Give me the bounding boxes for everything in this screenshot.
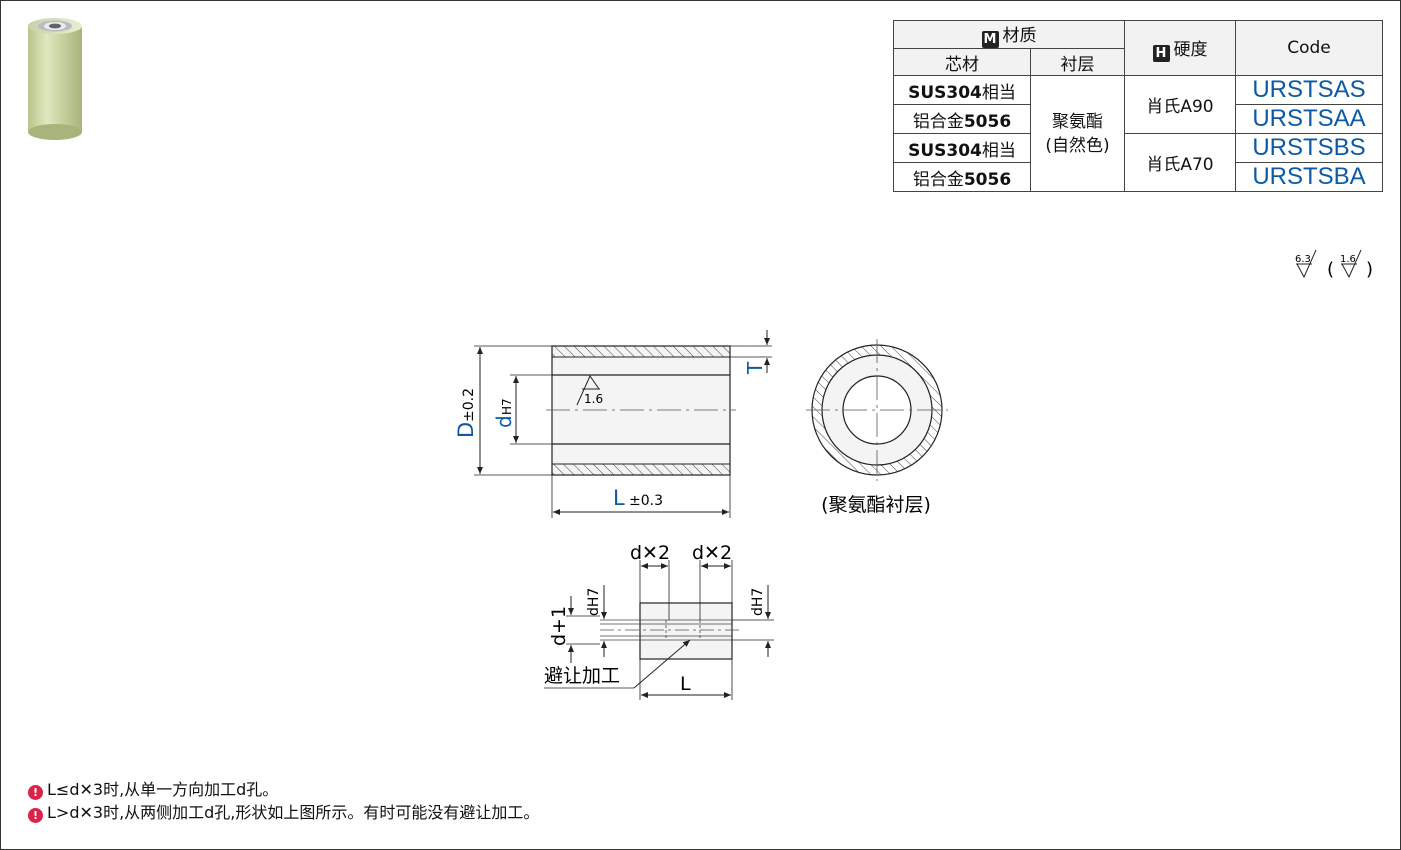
note-text: L>d✕3时,从两侧加工d孔,形状如上图所示。有时可能没有避让加工。 (47, 803, 540, 822)
dx2-left: d✕2 (630, 542, 670, 564)
roughness-main: 6.3 (1295, 254, 1311, 265)
L-tolerance: ±0.3 (629, 493, 663, 509)
core-prefix: 铝合金 (912, 111, 964, 132)
L-bottom-label: L (680, 673, 691, 695)
core-value: 5056 (963, 111, 1012, 132)
d-fit: H7 (500, 398, 514, 415)
product-photo (28, 18, 82, 140)
hardness-tag-icon: H (1152, 44, 1170, 62)
core-cell: 铝合金5056 (893, 104, 1031, 134)
hardness-header: 硬度 (1173, 39, 1208, 60)
T-label: T (743, 361, 767, 375)
core-suffix: 相当 (981, 82, 1016, 103)
d-label: d (492, 415, 516, 428)
core-suffix: 相当 (981, 140, 1016, 161)
core-cell: 铝合金5056 (893, 162, 1031, 192)
note-item: ! L≤d✕3时,从单一方向加工d孔。 (28, 778, 539, 801)
core-value: SUS304 (908, 140, 982, 161)
core-value: SUS304 (908, 82, 982, 103)
notes: ! L≤d✕3时,从单一方向加工d孔。 ! L>d✕3时,从两侧加工d孔,形状如上图… (28, 778, 539, 824)
core-value: 5056 (963, 169, 1012, 190)
lining-header: 衬层 (1030, 48, 1125, 76)
hardness-cell: 肖氏A70 (1124, 133, 1236, 192)
front-caption: (聚氨酯衬层) (821, 494, 931, 516)
note-text: L≤d✕3时,从单一方向加工d孔。 (47, 780, 279, 799)
core-cell: SUS304相当 (893, 75, 1031, 105)
lining-color: (自然色) (1045, 135, 1110, 156)
code-cell[interactable]: URSTSAS (1235, 75, 1383, 105)
detail-view: d✕2 d✕2 dH7 d+1 dH7 避让加工 L (544, 542, 774, 700)
alert-icon: ! (28, 808, 43, 823)
core-prefix: 铝合金 (912, 169, 964, 190)
lining-value: 聚氨酯 (1052, 111, 1103, 132)
code-cell[interactable]: URSTSBA (1235, 162, 1383, 192)
inner-roughness: 1.6 (584, 392, 603, 406)
roughness-paren-close: ) (1366, 259, 1373, 280)
D-tolerance: ±0.2 (461, 388, 477, 422)
side-section-view: 1.6 D ±0.2 d H7 T L ±0.3 (454, 330, 772, 518)
dx2-right: d✕2 (692, 542, 732, 564)
alert-icon: ! (28, 785, 43, 800)
code-header: Code (1235, 20, 1383, 76)
D-label: D (454, 422, 478, 438)
material-tag-icon: M (981, 31, 999, 48)
hardness-cell: 肖氏A90 (1124, 75, 1236, 134)
material-header: 材质 (1002, 26, 1037, 46)
L-label: L (613, 486, 625, 510)
roughness-paren: 1.6 (1340, 254, 1356, 265)
d-plus-1: d+1 (548, 606, 570, 646)
roughness-symbol: 6.3 ( 1.6 ) (1295, 249, 1373, 280)
core-header: 芯材 (893, 48, 1031, 76)
code-cell[interactable]: URSTSAA (1235, 104, 1383, 134)
relief-label: 避让加工 (544, 665, 620, 687)
dH7-right: dH7 (750, 588, 766, 616)
dH7-left: dH7 (586, 588, 602, 616)
front-view: (聚氨酯衬层) (806, 339, 948, 516)
roughness-paren-open: ( (1327, 259, 1334, 280)
core-cell: SUS304相当 (893, 133, 1031, 163)
lining-cell: 聚氨酯 (自然色) (1030, 75, 1125, 192)
note-item: ! L>d✕3时,从两侧加工d孔,形状如上图所示。有时可能没有避让加工。 (28, 801, 539, 824)
